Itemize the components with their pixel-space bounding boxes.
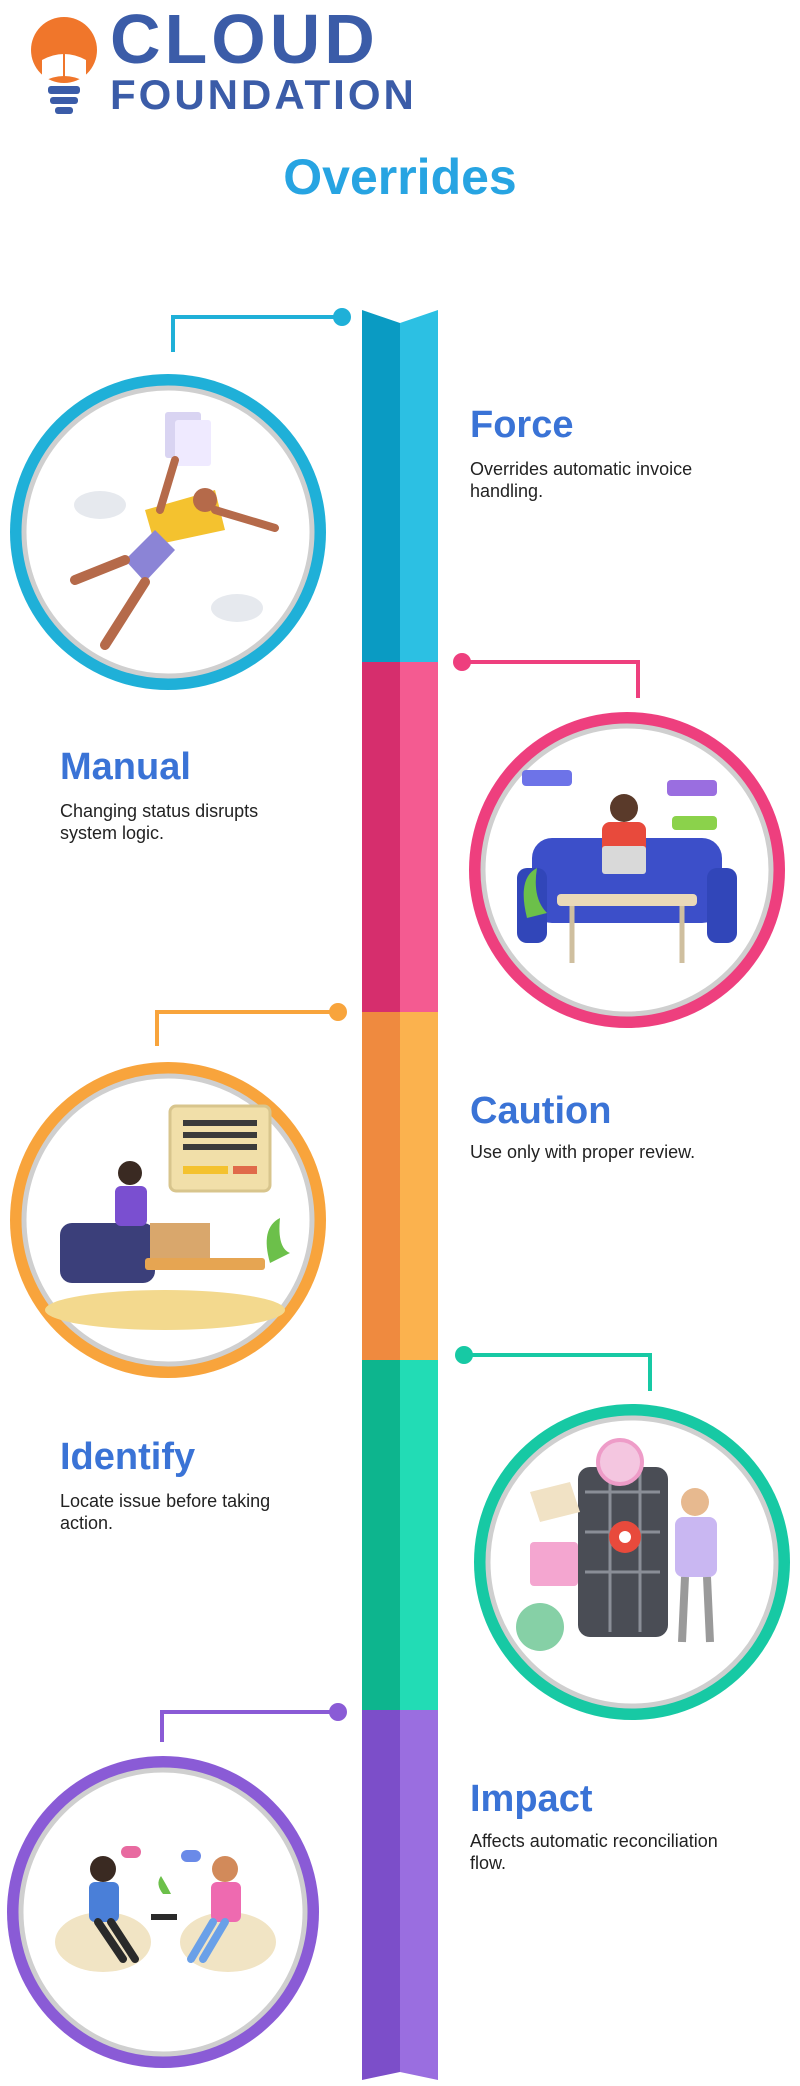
person-review-armchair-icon bbox=[45, 1104, 290, 1330]
step-impact-title: Impact bbox=[470, 1778, 593, 1820]
step-caution-desc: Use only with proper review. bbox=[470, 1142, 696, 1162]
page-title: Overrides bbox=[283, 149, 517, 205]
flying-person-documents-icon bbox=[70, 412, 279, 650]
step-impact-desc: Affects automatic reconciliation flow. bbox=[470, 1831, 718, 1873]
two-people-chat-icon bbox=[55, 1846, 276, 1972]
lightbulb-book-icon bbox=[31, 17, 97, 114]
step-identify-circle bbox=[474, 1404, 790, 1720]
step-force-title: Force bbox=[470, 404, 574, 446]
step-caution-circle bbox=[10, 1062, 326, 1378]
step-manual-desc: Changing status disrupts system logic. bbox=[60, 801, 259, 843]
step-manual-circle bbox=[469, 712, 785, 1028]
step-caution-title: Caution bbox=[470, 1090, 612, 1132]
step-force-circle bbox=[10, 374, 326, 690]
map-location-pin-icon bbox=[516, 1438, 717, 1651]
brand-name-secondary: FOUNDATION bbox=[110, 71, 417, 118]
step-force-desc: Overrides automatic invoice handling. bbox=[470, 459, 693, 501]
brand-name-primary: CLOUD bbox=[110, 0, 379, 78]
step-manual-title: Manual bbox=[60, 746, 191, 788]
step-identify-title: Identify bbox=[60, 1436, 196, 1478]
step-identify-desc: Locate issue before taking action. bbox=[60, 1491, 271, 1533]
step-impact-circle bbox=[7, 1756, 319, 2068]
person-laptop-sofa-icon bbox=[517, 770, 737, 963]
